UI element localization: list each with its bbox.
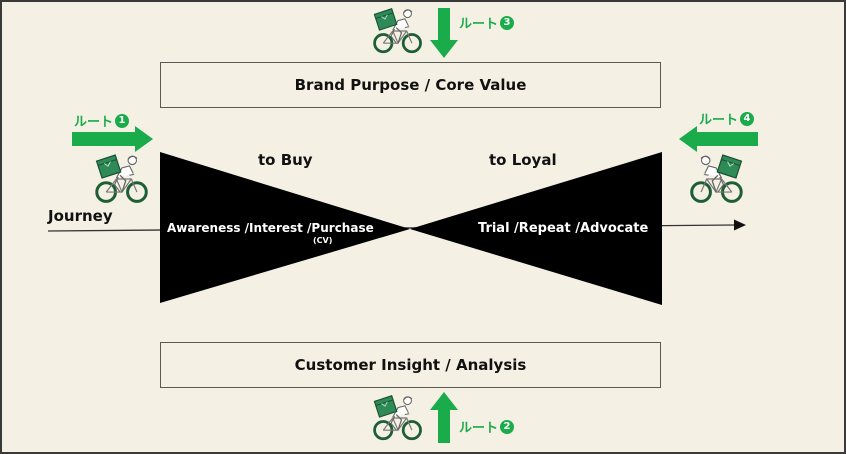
customer-insight-label: Customer Insight / Analysis: [294, 356, 527, 374]
buy-stages-label: Awareness /Interest /Purchase: [167, 221, 374, 235]
route-4-number-badge: 4: [740, 111, 755, 126]
funnel-buy-triangle: [160, 152, 410, 303]
route-2-number-badge: 2: [500, 419, 515, 434]
brand-purpose-box: Brand Purpose / Core Value: [160, 62, 661, 108]
route-3-number-badge: 3: [500, 15, 515, 30]
route-3-label: ルート 3: [459, 13, 515, 32]
customer-insight-box: Customer Insight / Analysis: [160, 342, 661, 388]
funnel-loyal-triangle: [410, 152, 662, 305]
to-buy-heading: to Buy: [258, 151, 313, 169]
cv-note: (CV): [313, 236, 333, 245]
brand-purpose-label: Brand Purpose / Core Value: [294, 76, 527, 94]
route-2-label: ルート 2: [459, 417, 515, 436]
journey-label: Journey: [48, 207, 113, 225]
route-2-arrow-icon: [430, 392, 458, 443]
route-1-label: ルート 1: [74, 111, 130, 130]
route-1-cyclist-icon: [95, 153, 148, 203]
route-1-number-badge: 1: [115, 113, 130, 128]
route-2-cyclist-icon: [372, 394, 422, 441]
loyal-stages-label: Trial /Repeat /Advocate: [478, 221, 649, 236]
route-3-cyclist-icon: [372, 7, 422, 54]
route-1-arrow-icon: [72, 126, 153, 152]
to-loyal-heading: to Loyal: [489, 151, 557, 169]
route-4-cyclist-icon: [690, 153, 743, 203]
route-4-label: ルート 4: [699, 109, 755, 128]
route-3-arrow-icon: [430, 8, 458, 58]
route-4-arrow-icon: [679, 126, 758, 152]
journey-arrowhead-icon: [734, 219, 746, 231]
